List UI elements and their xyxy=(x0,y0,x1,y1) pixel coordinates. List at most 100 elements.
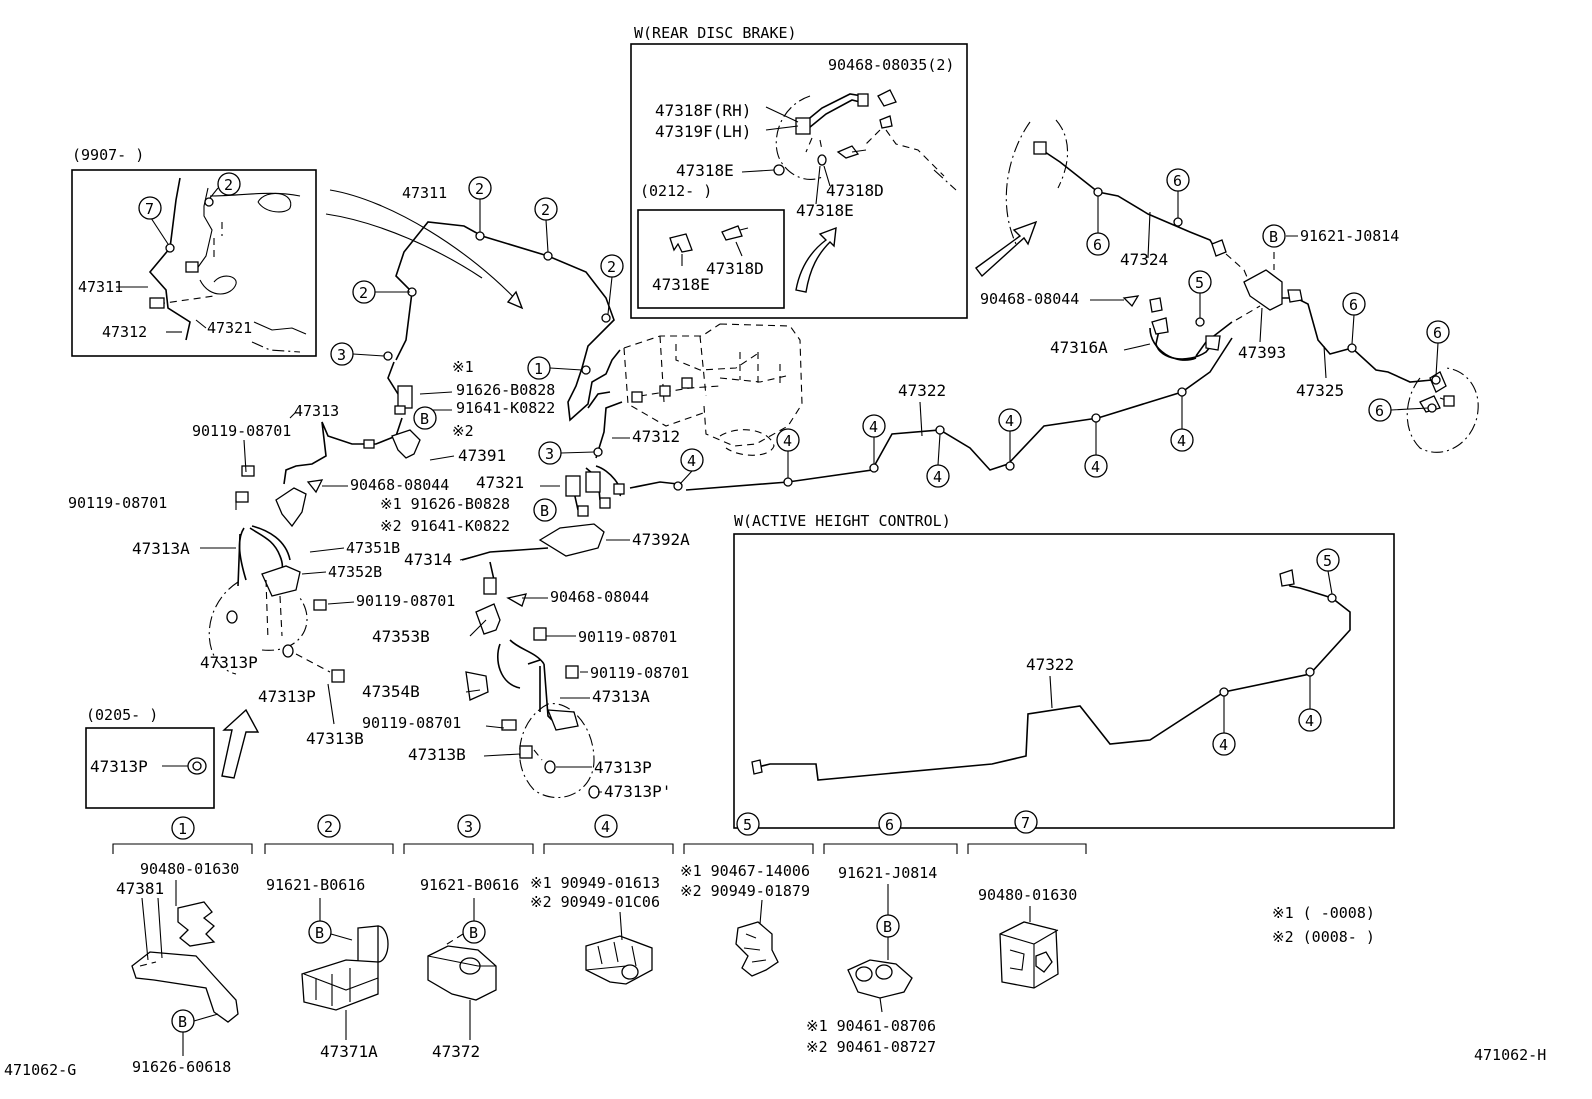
callout-B-c: B xyxy=(1262,224,1286,248)
svg-text:6: 6 xyxy=(1349,296,1358,314)
clip-1-B: B xyxy=(171,1009,195,1033)
label-90468-08035: 90468-08035(2) xyxy=(828,56,954,74)
rear-disc-title: W(REAR DISC BRAKE) xyxy=(634,24,797,42)
label-47313P-0205: 47313P xyxy=(90,757,148,776)
inset-9907: (9907- ) 47311 47312 47321 7 2 xyxy=(71,146,317,357)
rear-disc-frame xyxy=(630,43,968,319)
label-91641-K0822-b: ※2 91641-K0822 xyxy=(380,517,510,535)
pointer-line xyxy=(325,213,483,279)
clip-3-B: B xyxy=(462,920,486,944)
svg-text:3: 3 xyxy=(545,445,554,463)
box-0205-frame xyxy=(85,727,215,809)
callout-2-b: 2 xyxy=(534,197,558,221)
label-47313P-c: 47313P xyxy=(594,758,652,777)
box-0212-title: (0212- ) xyxy=(640,182,712,200)
svg-text:7: 7 xyxy=(1021,814,1030,832)
active-height-frame xyxy=(733,533,1395,829)
callout-4-h: 4 xyxy=(1212,732,1236,756)
svg-text:6: 6 xyxy=(1375,402,1384,420)
svg-text:2: 2 xyxy=(324,818,333,836)
callout-B-b: B xyxy=(533,498,557,522)
label-47322: 47322 xyxy=(898,381,946,400)
box-0205-title: (0205- ) xyxy=(86,706,158,724)
diagram-code-left: 471062-G xyxy=(4,1061,76,1079)
callout-6-d: 6 xyxy=(1426,320,1450,344)
label-47353B: 47353B xyxy=(372,627,430,646)
svg-text:4: 4 xyxy=(1219,736,1228,754)
callout-4-d: 4 xyxy=(926,464,950,488)
label-47351B: 47351B xyxy=(346,539,400,557)
rear-right-section: 47324 91621-J0814 90468-08044 47316A 473… xyxy=(980,119,1479,453)
callout-4-e: 4 xyxy=(998,408,1022,432)
svg-text:B: B xyxy=(883,918,892,936)
svg-text:1: 1 xyxy=(178,820,187,838)
label-47316A: 47316A xyxy=(1050,338,1108,357)
label-47352B: 47352B xyxy=(328,563,382,581)
label-47318F: 47318F(RH) xyxy=(655,101,751,120)
label-47311: 47311 xyxy=(402,184,447,202)
callout-2-a: 2 xyxy=(468,176,492,200)
label-90119-c: 90119-08701 xyxy=(356,592,455,610)
clip-6-part-a: 91621-J0814 xyxy=(838,864,937,882)
callout-2-c: 2 xyxy=(600,254,624,278)
note-2: ※2 (0008- ) xyxy=(1272,928,1375,946)
callout-2-d: 2 xyxy=(352,280,376,304)
svg-text:2: 2 xyxy=(541,201,550,219)
svg-text:3: 3 xyxy=(337,346,346,364)
label-90468-08044-c: 90468-08044 xyxy=(980,290,1079,308)
label-47312-inset: 47312 xyxy=(102,323,147,341)
label-90119-d: 90119-08701 xyxy=(578,628,677,646)
callout-6-a: 6 xyxy=(1166,168,1190,192)
label-47322-ahc: 47322 xyxy=(1026,655,1074,674)
callout-1-a: 1 xyxy=(527,356,551,380)
active-height-box: W(ACTIVE HEIGHT CONTROL) 47322 5 4 4 xyxy=(733,512,1395,829)
svg-text:5: 5 xyxy=(1323,552,1332,570)
label-47313P-d: 47313P' xyxy=(604,782,671,801)
clip-2-part-a: 91621-B0616 xyxy=(266,876,365,894)
active-height-title: W(ACTIVE HEIGHT CONTROL) xyxy=(734,512,951,530)
mark2-a: ※2 xyxy=(452,422,474,440)
clip-2-B: B xyxy=(308,920,332,944)
label-47318D-b: 47318D xyxy=(706,259,764,278)
svg-text:4: 4 xyxy=(1305,712,1314,730)
svg-text:3: 3 xyxy=(464,818,473,836)
label-47311-inset: 47311 xyxy=(78,278,123,296)
clip-5-part-b: ※2 90949-01879 xyxy=(680,882,810,900)
label-47313B-a: 47313B xyxy=(306,729,364,748)
svg-text:5: 5 xyxy=(1195,274,1204,292)
clip-4-part-a: ※1 90949-01613 xyxy=(530,874,660,892)
label-47321-inset: 47321 xyxy=(207,319,252,337)
svg-text:6: 6 xyxy=(1173,172,1182,190)
clip-6-part-c: ※2 90461-08727 xyxy=(806,1038,936,1056)
label-47313: 47313 xyxy=(294,402,339,420)
label-90468-08044-b: 90468-08044 xyxy=(550,588,649,606)
label-91626-B0828-b: ※1 91626-B0828 xyxy=(380,495,510,513)
callout-4-b: 4 xyxy=(776,428,800,452)
label-47324: 47324 xyxy=(1120,250,1168,269)
main-labels: 47311 47313 90119-08701 90119-08701 4731… xyxy=(68,176,1194,801)
label-91641-K0822-a: 91641-K0822 xyxy=(456,399,555,417)
svg-text:4: 4 xyxy=(1177,432,1186,450)
callout-5-b: 5 xyxy=(1316,548,1340,572)
svg-text:4: 4 xyxy=(1005,412,1014,430)
svg-text:2: 2 xyxy=(475,180,484,198)
clip-legend: 1 2 3 4 5 6 7 90480-01630 47381 91626-60… xyxy=(4,810,1546,1079)
clip-6-number: 6 xyxy=(878,812,902,836)
arrow-head xyxy=(506,290,524,310)
pointer-line xyxy=(329,189,521,305)
svg-text:6: 6 xyxy=(885,816,894,834)
callout-6-b: 6 xyxy=(1086,232,1110,256)
label-47313A: 47313A xyxy=(132,539,190,558)
svg-text:B: B xyxy=(469,924,478,942)
callout-4-f: 4 xyxy=(1084,454,1108,478)
svg-text:4: 4 xyxy=(1091,458,1100,476)
callout-4-i: 4 xyxy=(1298,708,1322,732)
clip-6-B: B xyxy=(876,914,900,938)
callout-2-inset: 2 xyxy=(217,172,241,196)
svg-text:4: 4 xyxy=(687,452,696,470)
label-47391: 47391 xyxy=(458,446,506,465)
svg-text:4: 4 xyxy=(601,818,610,836)
svg-text:6: 6 xyxy=(1093,236,1102,254)
label-47318E-b: 47318E xyxy=(796,201,854,220)
svg-text:B: B xyxy=(1269,228,1278,246)
